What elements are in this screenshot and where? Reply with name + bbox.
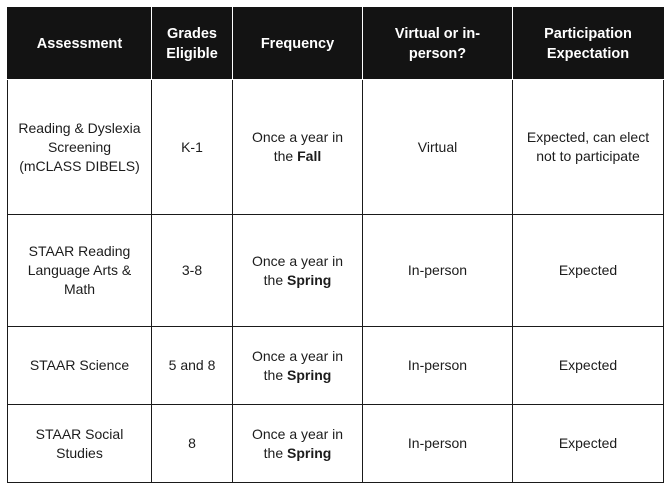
- frequency-prefix: Once a year in the: [251, 425, 344, 461]
- header-participation-expectation: Participation Expectation: [512, 7, 664, 80]
- cell-mode: Virtual: [362, 79, 513, 215]
- cell-grades: 8: [151, 404, 233, 483]
- header-row: Assessment Grades Eligible Frequency Vir…: [7, 7, 664, 80]
- cell-mode: In-person: [362, 326, 513, 405]
- cell-assessment: STAAR Social Studies: [7, 404, 152, 483]
- header-assessment: Assessment: [7, 7, 152, 80]
- cell-grades: 5 and 8: [151, 326, 233, 405]
- header-frequency: Frequency: [232, 7, 363, 80]
- table-row: Reading & Dyslexia Screening (mCLASS DIB…: [7, 79, 664, 215]
- cell-assessment: STAAR Science: [7, 326, 152, 405]
- cell-expectation: Expected: [512, 214, 664, 327]
- frequency-season: Spring: [287, 271, 332, 288]
- cell-grades: K-1: [151, 79, 233, 215]
- cell-assessment: STAAR Reading Language Arts & Math: [7, 214, 152, 327]
- cell-frequency: Once a year in the Spring: [232, 404, 363, 483]
- frequency-season: Spring: [287, 444, 332, 461]
- table-body: Reading & Dyslexia Screening (mCLASS DIB…: [7, 79, 664, 483]
- header-grades-eligible: Grades Eligible: [151, 7, 233, 80]
- frequency-prefix: Once a year in the: [251, 347, 344, 383]
- table-row: STAAR Social Studies 8 Once a year in th…: [7, 404, 664, 483]
- cell-expectation: Expected: [512, 326, 664, 405]
- table-row: STAAR Science 5 and 8 Once a year in the…: [7, 326, 664, 405]
- frequency-season: Spring: [287, 366, 332, 383]
- cell-expectation: Expected, can elect not to participate: [512, 79, 664, 215]
- assessment-table: Assessment Grades Eligible Frequency Vir…: [7, 7, 664, 483]
- cell-mode: In-person: [362, 404, 513, 483]
- frequency-season: Fall: [297, 148, 322, 164]
- cell-frequency: Once a year in the Spring: [232, 326, 363, 405]
- cell-frequency: Once a year in the Fall: [232, 79, 363, 215]
- cell-expectation: Expected: [512, 404, 664, 483]
- cell-grades: 3-8: [151, 214, 233, 327]
- table-header: Assessment Grades Eligible Frequency Vir…: [7, 7, 664, 80]
- table-row: STAAR Reading Language Arts & Math 3-8 O…: [7, 214, 664, 327]
- cell-assessment: Reading & Dyslexia Screening (mCLASS DIB…: [7, 79, 152, 215]
- cell-mode: In-person: [362, 214, 513, 327]
- header-virtual-or-in-person: Virtual or in-person?: [362, 7, 513, 80]
- frequency-prefix: Once a year in the: [251, 252, 344, 288]
- cell-frequency: Once a year in the Spring: [232, 214, 363, 327]
- frequency-prefix: Once a year in the: [251, 129, 344, 164]
